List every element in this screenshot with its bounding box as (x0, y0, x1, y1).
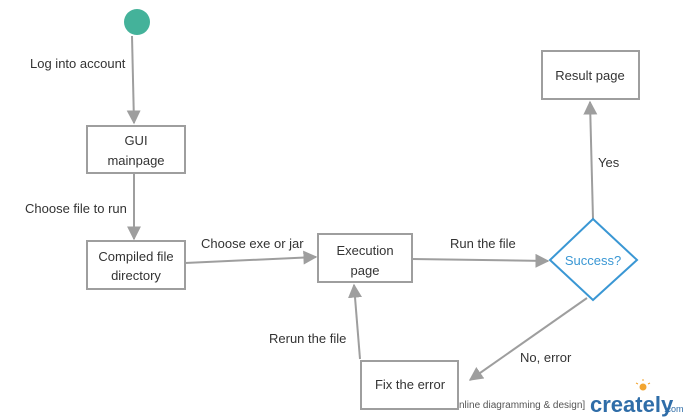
execution-page-line1: Execution (336, 243, 393, 258)
edge-run-file (411, 253, 550, 268)
creately-brand-suffix: .com (664, 404, 684, 414)
node-execution-page: Execution page (317, 233, 413, 283)
execution-page-line2: page (351, 263, 380, 278)
start-node (124, 9, 150, 35)
edge-choose-exe (184, 250, 318, 265)
node-result-page: Result page (541, 50, 640, 100)
label-run-file: Run the file (450, 236, 516, 251)
execution-page-box (317, 233, 413, 283)
lightbulb-icon (635, 379, 651, 391)
edge-login (126, 35, 141, 125)
result-page-box (541, 50, 640, 100)
edge-rerun (348, 283, 362, 360)
label-login: Log into account (30, 56, 126, 71)
compiled-directory-box (86, 240, 186, 290)
edge-yes (583, 100, 598, 220)
gui-mainpage-box (86, 125, 186, 174)
label-choose-file: Choose file to run (25, 201, 127, 216)
edge-no-error (468, 297, 588, 381)
label-choose-exe: Choose exe or jar (201, 236, 304, 251)
node-fix-error: Fix the error (360, 360, 459, 410)
gui-mainpage-line2: mainpage (107, 153, 164, 168)
fix-error-box (360, 360, 459, 410)
creately-brand: creately (590, 392, 674, 417)
creately-watermark: nline diagramming & design] creately .co… (459, 379, 684, 417)
gui-mainpage-line1: GUI (124, 133, 147, 148)
compiled-directory-line1: Compiled file (98, 249, 173, 264)
success-label: Success? (565, 253, 621, 268)
label-no-error: No, error (520, 350, 572, 365)
success-diamond (548, 217, 639, 302)
label-rerun: Rerun the file (269, 331, 346, 346)
node-gui-mainpage: GUI mainpage (86, 125, 186, 174)
result-page-label: Result page (555, 68, 624, 83)
node-success-decision: Success? (548, 217, 639, 302)
label-yes: Yes (598, 155, 620, 170)
compiled-directory-line2: directory (111, 268, 161, 283)
fix-error-label: Fix the error (375, 377, 446, 392)
node-compiled-directory: Compiled file directory (86, 240, 186, 290)
watermark-text: nline diagramming & design] (459, 400, 585, 411)
